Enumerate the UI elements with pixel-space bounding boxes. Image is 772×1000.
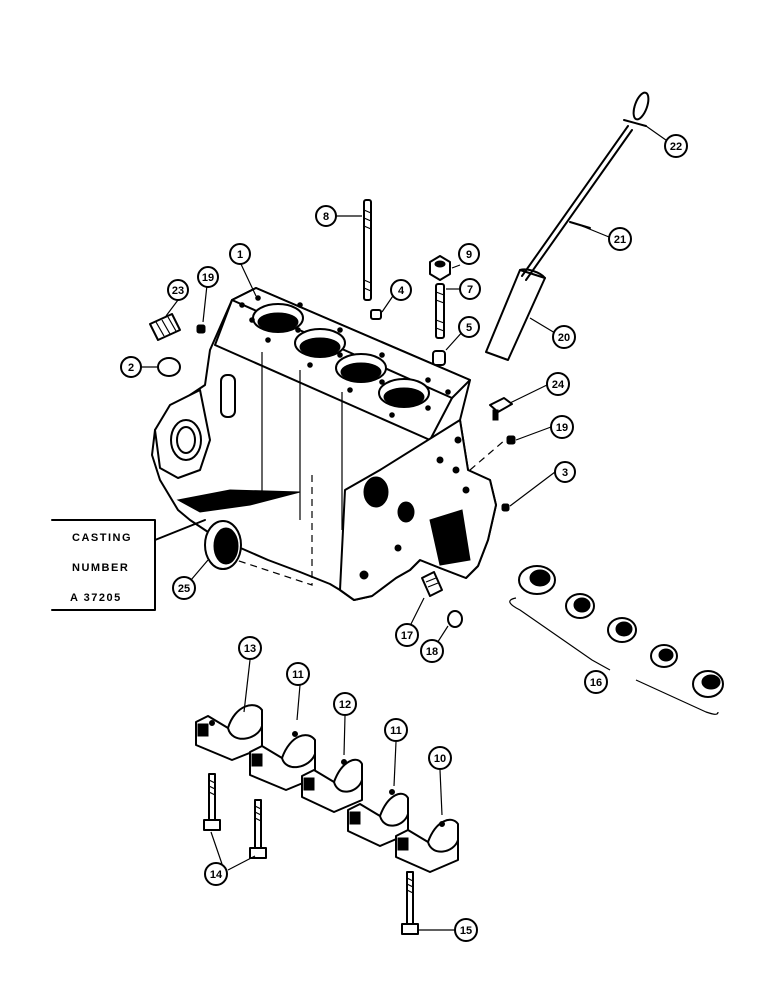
callout-20-label: 20 bbox=[558, 332, 570, 344]
cylinder-block bbox=[151, 287, 506, 601]
callout-20: 20 bbox=[552, 325, 576, 349]
callout-13-label: 13 bbox=[244, 643, 256, 655]
callout-25-label: 25 bbox=[178, 583, 190, 595]
callout-16: 16 bbox=[584, 670, 608, 694]
part-cap-bolt-2 bbox=[249, 799, 267, 859]
callout-10: 10 bbox=[428, 746, 452, 770]
part-dowel bbox=[370, 309, 382, 320]
part-bearing-cap-intermediate-2 bbox=[347, 789, 409, 847]
part-sleeve bbox=[432, 350, 446, 366]
callout-14: 14 bbox=[204, 862, 228, 886]
callout-16-label: 16 bbox=[590, 677, 602, 689]
callout-8-label: 8 bbox=[323, 211, 329, 223]
callout-12: 12 bbox=[333, 692, 357, 716]
part-stud bbox=[435, 283, 445, 339]
callout-15-label: 15 bbox=[460, 925, 472, 937]
callout-21: 21 bbox=[608, 227, 632, 251]
callout-4: 4 bbox=[390, 279, 412, 301]
callout-17-label: 17 bbox=[401, 630, 413, 642]
part-bearing-cap-intermediate bbox=[249, 731, 316, 791]
part-bolt-short bbox=[421, 571, 443, 597]
callout-13: 13 bbox=[238, 636, 262, 660]
callout-19-a-label: 19 bbox=[202, 272, 214, 284]
part-bearing-cap-front bbox=[395, 818, 459, 873]
callout-8: 8 bbox=[315, 205, 337, 227]
part-core-plug bbox=[157, 357, 181, 377]
part-pipe-plug bbox=[196, 324, 206, 334]
callout-3: 3 bbox=[554, 461, 576, 483]
part-small-stud bbox=[149, 313, 181, 341]
callout-2: 2 bbox=[120, 356, 142, 378]
callout-5-label: 5 bbox=[466, 322, 472, 334]
casting-line-1: CASTING bbox=[72, 532, 132, 544]
callout-15: 15 bbox=[454, 918, 478, 942]
callout-17: 17 bbox=[395, 623, 419, 647]
part-long-stud bbox=[363, 199, 372, 301]
part-pipe-plug-2 bbox=[506, 435, 516, 445]
part-cap-bolt-long bbox=[401, 871, 419, 935]
casting-line-2: NUMBER bbox=[72, 562, 129, 574]
part-dipstick-tube bbox=[485, 268, 546, 361]
callout-1-label: 1 bbox=[237, 249, 243, 261]
callout-25: 25 bbox=[172, 576, 196, 600]
part-bearing-shells bbox=[509, 565, 724, 715]
callout-3-label: 3 bbox=[562, 467, 568, 479]
callout-23: 23 bbox=[167, 279, 189, 301]
part-cap-bolt bbox=[203, 773, 221, 831]
callout-10-label: 10 bbox=[434, 753, 446, 765]
callout-5: 5 bbox=[458, 316, 480, 338]
callout-14-label: 14 bbox=[210, 869, 223, 881]
callout-18: 18 bbox=[420, 639, 444, 663]
callout-18-label: 18 bbox=[426, 646, 438, 658]
part-drain-fitting bbox=[489, 397, 513, 421]
callout-21-label: 21 bbox=[614, 234, 626, 246]
callout-24-label: 24 bbox=[552, 379, 565, 391]
callout-2-label: 2 bbox=[128, 362, 134, 374]
part-bearing-cap-center bbox=[301, 758, 363, 813]
callout-22: 22 bbox=[664, 134, 688, 158]
part-plug-small bbox=[501, 503, 510, 512]
callout-19-a: 19 bbox=[197, 266, 219, 288]
part-dipstick bbox=[521, 91, 650, 281]
callout-11-a-label: 11 bbox=[292, 669, 304, 681]
callout-11-b-label: 11 bbox=[390, 725, 402, 737]
callout-9: 9 bbox=[458, 243, 480, 265]
callout-1: 1 bbox=[229, 243, 251, 265]
callout-9-label: 9 bbox=[466, 249, 472, 261]
callout-12-label: 12 bbox=[339, 699, 351, 711]
casting-line-3: A 37205 bbox=[70, 592, 122, 604]
callout-11-b: 11 bbox=[384, 718, 408, 742]
part-washer bbox=[447, 610, 463, 628]
callout-11-a: 11 bbox=[286, 662, 310, 686]
callout-22-label: 22 bbox=[670, 141, 682, 153]
callout-7-label: 7 bbox=[467, 284, 473, 296]
leader-lines bbox=[141, 125, 674, 931]
casting-number-box: CASTING NUMBER A 37205 bbox=[51, 519, 206, 611]
callout-23-label: 23 bbox=[172, 285, 184, 297]
callout-19-b-label: 19 bbox=[556, 422, 568, 434]
callout-24: 24 bbox=[546, 372, 570, 396]
part-nut bbox=[429, 255, 451, 281]
callout-7: 7 bbox=[459, 278, 481, 300]
part-expansion-plug bbox=[204, 520, 242, 570]
callout-4-label: 4 bbox=[398, 285, 405, 297]
callout-19-b: 19 bbox=[550, 415, 574, 439]
